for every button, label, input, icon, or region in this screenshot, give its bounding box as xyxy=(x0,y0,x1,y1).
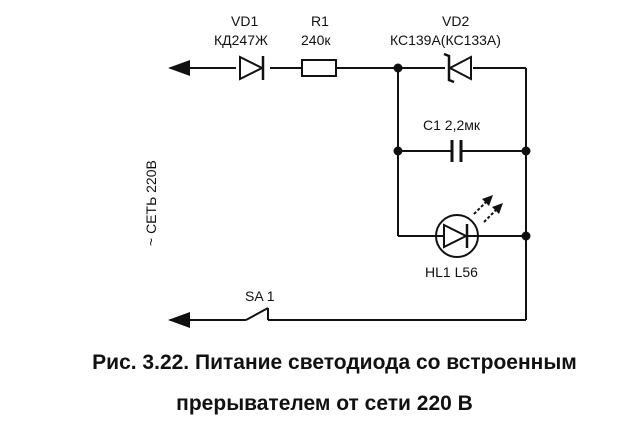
vd1-diode-symbol xyxy=(239,55,265,81)
terminal-arrow-bottom xyxy=(168,312,190,328)
junction-dot xyxy=(521,231,531,241)
wires xyxy=(170,67,527,321)
terminal-arrow-top xyxy=(168,60,190,76)
c1-capacitor-symbol xyxy=(450,140,463,162)
vd2-type-label: КС139А(КС133А) xyxy=(390,32,501,48)
vd1-type-label: КД247Ж xyxy=(214,32,268,48)
hl1-led-symbol xyxy=(435,214,479,258)
figure-caption-line1: Рис. 3.22. Питание светодиода со встроен… xyxy=(92,351,577,374)
light-emission-arrows-icon xyxy=(473,195,503,223)
junction-dot xyxy=(521,146,531,156)
mains-label: ~ СЕТЬ 220В xyxy=(143,160,159,246)
junction-dot xyxy=(393,146,403,156)
figure-caption-line2: прерывателем от сети 220 В xyxy=(176,392,473,415)
vd2-ref-label: VD2 xyxy=(442,13,469,29)
junction-dot xyxy=(393,63,403,73)
r1-resistor-symbol xyxy=(301,59,337,77)
vd1-ref-label: VD1 xyxy=(231,13,258,29)
junction-dots xyxy=(393,63,531,241)
c1-label: C1 2,2мк xyxy=(423,117,481,133)
r1-value-label: 240к xyxy=(301,32,331,48)
hl1-label: HL1 L56 xyxy=(425,264,478,280)
vd2-zener-symbol xyxy=(443,52,472,84)
r1-ref-label: R1 xyxy=(311,13,329,29)
sa1-switch-symbol xyxy=(245,307,269,321)
sa1-label: SA 1 xyxy=(245,288,275,304)
